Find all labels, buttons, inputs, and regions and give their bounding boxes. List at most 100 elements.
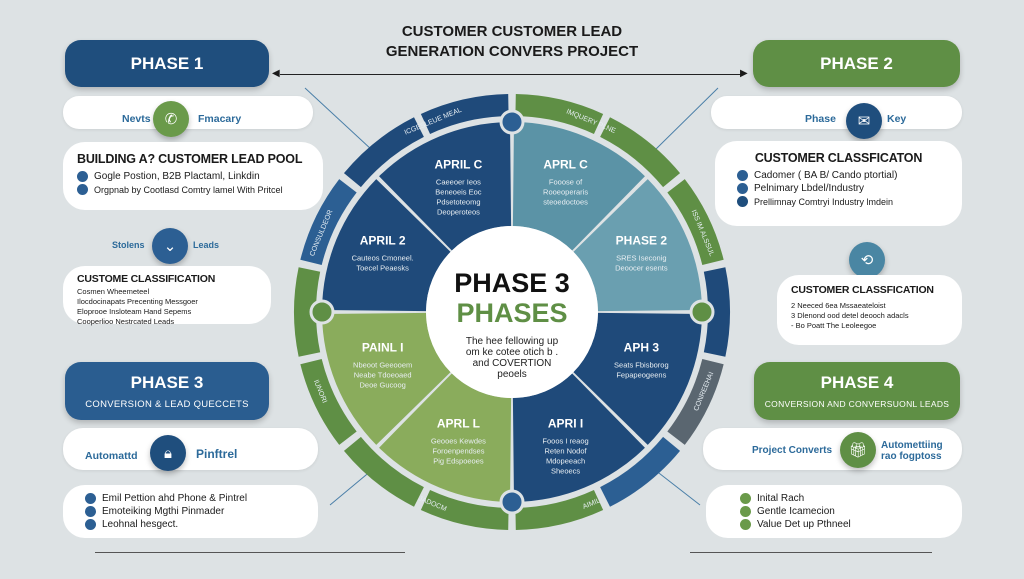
divider-left	[95, 552, 405, 553]
segment-text: Deoocer esents	[615, 263, 668, 272]
center-text: om ke cotee otich b .	[466, 347, 558, 358]
ring-segment	[600, 117, 681, 188]
phase-2-pill-left: Phase	[805, 113, 836, 125]
segment-text: Pdsetoteomg	[436, 198, 480, 207]
phase-4-title: PHASE 4	[820, 373, 894, 392]
phase-3-item: Emoteiking Mgthi Pinmader	[102, 506, 225, 517]
lock-icon: 🔒︎	[150, 435, 186, 471]
segment-text: Pig Edspoeoes	[433, 456, 484, 465]
check-icon	[740, 493, 751, 504]
segment-shape	[322, 179, 451, 312]
phone-icon: ✆	[153, 101, 189, 137]
center-text: and COVERTION	[473, 358, 552, 369]
segment-text: Fooose of	[549, 178, 583, 187]
ring-segment	[343, 436, 424, 507]
connector-line	[654, 469, 701, 506]
phase-2-header: PHASE 2	[753, 40, 960, 87]
check-icon	[740, 506, 751, 517]
segment-text: Foroenpendses	[432, 446, 484, 455]
phase-1-pill-left: Nevts	[122, 113, 151, 125]
phase-4-list-card: Inital Rach Gentle Icamecion Value Det u…	[706, 485, 962, 538]
center-text: peoels	[497, 369, 526, 380]
segment-text: Fooos I reaog	[542, 436, 588, 445]
segment-title: APH 3	[624, 341, 660, 355]
segment-text: Neabe Tdoeoaed	[354, 371, 412, 380]
ring-segment	[420, 490, 509, 530]
segment-text: Fepapeogeens	[616, 371, 666, 380]
bullet-icon	[737, 183, 748, 194]
ring-segment	[515, 94, 604, 134]
segment-shape	[322, 312, 451, 445]
phase-4-item: Inital Rach	[757, 493, 805, 504]
bullet-icon	[77, 184, 88, 195]
segment-text: SRES Iseconig	[616, 253, 666, 262]
connector-knob	[689, 299, 715, 325]
phase-2-pill	[711, 96, 962, 129]
segment-text: Sheoecs	[551, 466, 580, 475]
ring-segment	[343, 117, 424, 188]
classification-item: Eloprooe Insloteam Hand Sepems	[77, 307, 192, 316]
segment-shape	[379, 373, 512, 502]
ring-segment	[600, 436, 681, 507]
segment-title: APRIL 2	[360, 233, 406, 247]
classification-item: Cosmen Wheemeteel	[77, 287, 150, 296]
ring-segment	[420, 94, 509, 134]
ring-segment	[667, 358, 724, 445]
phase-3-pill-right: Pinftrel	[196, 447, 238, 461]
phase-3-subtitle: CONVERSION & LEAD QUECCETS	[85, 399, 249, 410]
segment-shape	[573, 312, 702, 445]
segment-text: Mdopeeach	[546, 456, 585, 465]
segment-title: PAINL I	[362, 341, 404, 355]
divider-right	[690, 552, 932, 553]
bullet-icon	[77, 171, 88, 182]
segment-shape	[379, 122, 512, 251]
bullet-icon	[737, 170, 748, 181]
arrow-left-icon: ◀	[272, 68, 280, 79]
phase-1-pill-right: Fmacary	[198, 113, 242, 125]
segment-title: PHASE 2	[616, 233, 668, 247]
wheel-segment: APRIL 2 Cauteos Cmoneel.Toecel Peaesks	[322, 179, 451, 312]
bullet-icon	[85, 506, 96, 517]
phase-3-item: Emil Pettion ahd Phone & Pintrel	[102, 493, 248, 504]
phase-4-item: Gentle Icamecion	[757, 506, 835, 517]
segment-text: Deoperoteos	[437, 208, 480, 217]
connector-line	[654, 87, 719, 151]
ring-segment	[667, 179, 724, 266]
connector-line	[329, 469, 373, 506]
classification-item: 3 Dlenond ood detel deooch adacls	[791, 311, 909, 320]
segment-text: Rooeoperaris	[543, 188, 588, 197]
mid-right-label: Leads	[193, 240, 220, 250]
ring-segment	[300, 358, 357, 445]
bullet-icon	[737, 196, 748, 207]
segment-shape	[512, 122, 645, 251]
lead-pool-item: Gogle Postion, B2B Plactaml, Linkdin	[94, 171, 260, 182]
segment-shape	[512, 373, 645, 502]
connector-knob	[309, 299, 335, 325]
arrow-line	[280, 74, 742, 75]
segment-text: Toecel Peaesks	[356, 263, 409, 272]
phase-3-title: PHASE 3	[130, 373, 204, 392]
segment-text: Reten Nodof	[545, 446, 588, 455]
title-line-1: CUSTOMER CUSTOMER LEAD	[401, 23, 623, 40]
phase-1-title: PHASE 1	[130, 54, 204, 73]
phase-3-pill-left: Automattd	[85, 450, 138, 462]
center-text: The hee fellowing up	[466, 336, 559, 347]
ring-segment	[300, 179, 357, 266]
phase-2-pill-right: Key	[887, 113, 907, 125]
phase-4-subtitle: CONVERSION AND CONVERSUONL LEADS	[764, 399, 950, 409]
title: CUSTOMER CUSTOMER LEAD GENERATION CONVER…	[312, 22, 712, 62]
phase-3-pill	[63, 428, 318, 470]
segment-text: Cauteos Cmoneel.	[352, 253, 414, 262]
classification-item: Prellimnay Comtryi Industry lmdein	[754, 196, 894, 207]
segment-text: steoedoctoes	[543, 198, 588, 207]
segment-shape	[573, 179, 702, 312]
classification-item: Cadomer ( BA B/ Cando ptortial)	[754, 170, 898, 181]
segment-title: APRL L	[437, 416, 480, 430]
lead-pool-card: BUILDING A? CUSTOMER LEAD POOL Gogle Pos…	[63, 142, 323, 210]
connector-line	[304, 87, 373, 151]
arrow-right-icon: ▶	[740, 68, 748, 79]
classification-item: 2 Neeced 6ea Mssaeateloist	[791, 301, 886, 310]
